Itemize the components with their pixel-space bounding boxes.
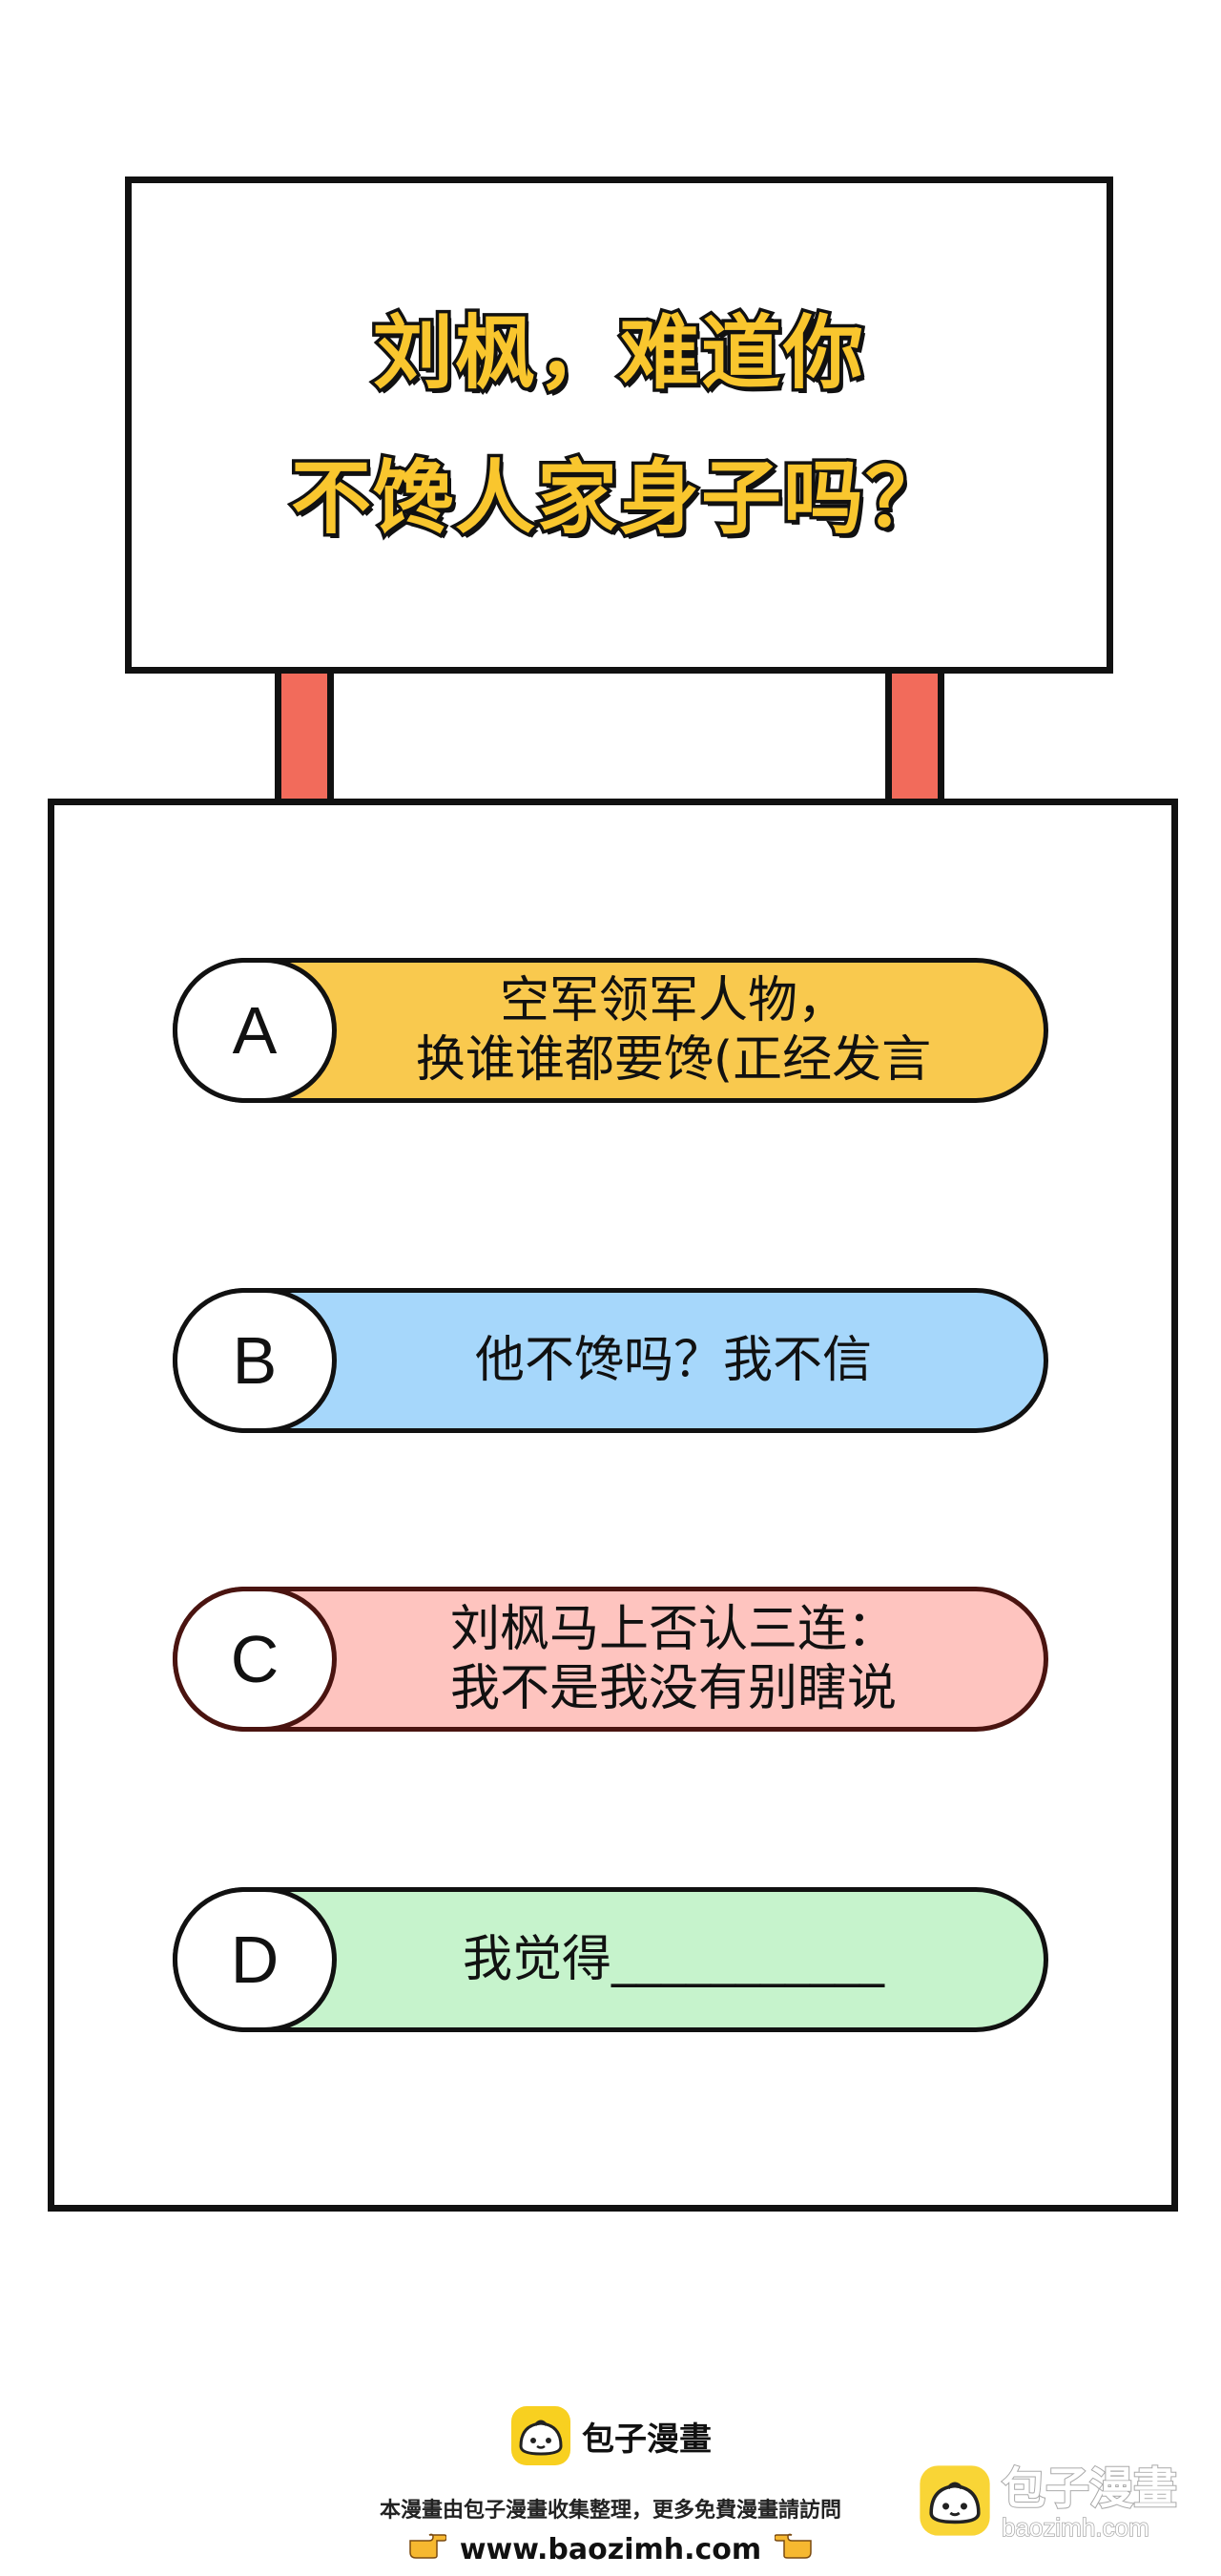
question-sign-board: 刘枫，难道你 不馋人家身子吗？ (125, 177, 1113, 674)
option-c-text: 刘枫马上否认三连： 我不是我没有别瞎说 (341, 1591, 1005, 1727)
option-d[interactable]: D 我觉得___________ (173, 1887, 1048, 2032)
option-c-letter: C (173, 1587, 337, 1732)
option-c-line-1: 刘枫马上否认三连： (449, 1601, 897, 1658)
bun-logo-icon (509, 2404, 572, 2467)
option-a-letter: A (173, 958, 337, 1103)
site-footer: 包子漫畫 本漫畫由包子漫畫收集整理，更多免費漫畫請訪問 www.baozimh.… (0, 2399, 1221, 2567)
footer-brand: 包子漫畫 (0, 2399, 1221, 2472)
pointing-hand-right-icon (408, 2531, 447, 2567)
footer-url-row: www.baozimh.com (0, 2531, 1221, 2567)
question-title-line-2: 不馋人家身子吗？ (287, 447, 948, 548)
watermark-name: 包子漫畫 (1001, 2462, 1178, 2514)
sign-post-right (885, 674, 944, 801)
footer-url-link[interactable]: www.baozimh.com (459, 2532, 762, 2566)
option-b-text: 他不馋吗？我不信 (341, 1293, 1005, 1428)
sign-post-left (275, 674, 334, 801)
corner-watermark: 包子漫畫 baozimh.com (918, 2462, 1178, 2543)
option-c-line-2: 我不是我没有别瞎说 (449, 1660, 897, 1717)
option-d-text: 我觉得___________ (341, 1892, 1005, 2027)
watermark-text: 包子漫畫 baozimh.com (1001, 2462, 1178, 2543)
option-d-letter: D (173, 1887, 337, 2032)
watermark-url: baozimh.com (1001, 2512, 1149, 2543)
option-b[interactable]: B 他不馋吗？我不信 (173, 1288, 1048, 1433)
option-a-line-1: 空军领军人物， (499, 972, 847, 1029)
option-b-line-1: 他不馋吗？我不信 (474, 1332, 872, 1389)
footer-notice: 本漫畫由包子漫畫收集整理，更多免費漫畫請訪問 (379, 2499, 841, 2523)
option-c[interactable]: C 刘枫马上否认三连： 我不是我没有别瞎说 (173, 1587, 1048, 1732)
option-a-line-2: 换谁谁都要馋(正经发言 (415, 1031, 932, 1089)
option-b-letter: B (173, 1288, 337, 1433)
question-title-line-1: 刘枫，难道你 (369, 302, 866, 403)
footer-brand-name: 包子漫畫 (582, 2420, 712, 2459)
option-a-text: 空军领军人物， 换谁谁都要馋(正经发言 (341, 963, 1005, 1098)
watermark-bun-logo-icon (918, 2463, 992, 2538)
option-d-line-1: 我觉得___________ (462, 1931, 884, 1988)
pointing-hand-left-icon (774, 2531, 813, 2567)
option-a[interactable]: A 空军领军人物， 换谁谁都要馋(正经发言 (173, 958, 1048, 1103)
